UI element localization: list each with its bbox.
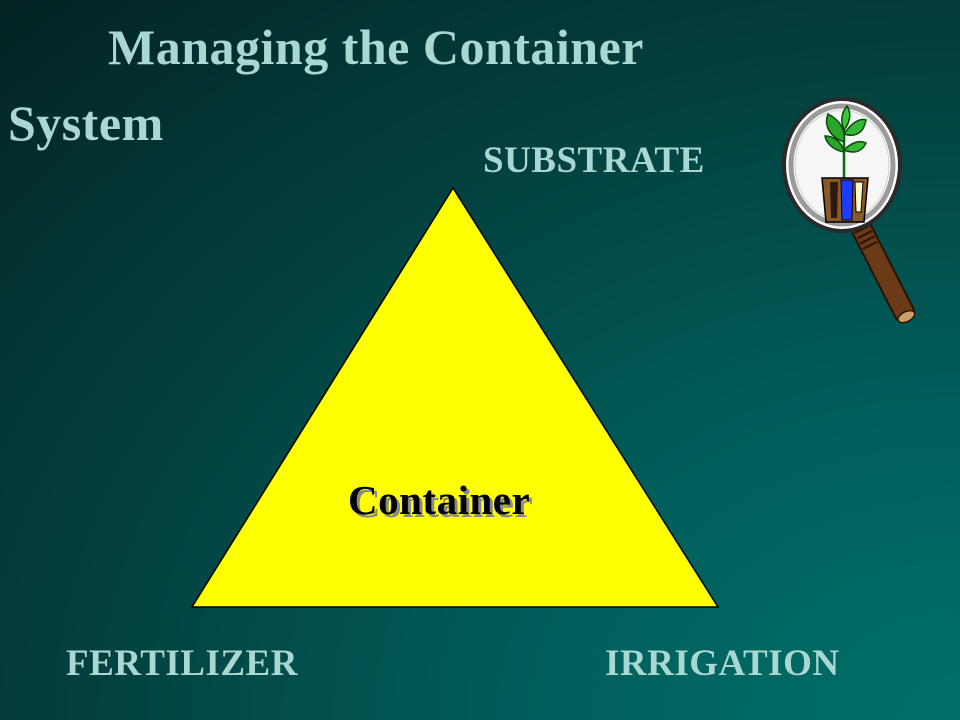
- potted-plant-icon: [821, 104, 869, 223]
- container-label: Container: [348, 477, 531, 523]
- slide-title-line-1: Managing the Container: [108, 19, 644, 75]
- triangle-shape: [190, 186, 720, 608]
- fertilizer-label: FERTILIZER: [66, 643, 298, 684]
- slide-title-line-2: System: [8, 95, 164, 151]
- magnifier-handle: [850, 218, 916, 324]
- magnifier-icon: [782, 97, 916, 324]
- irrigation-label: IRRIGATION: [605, 643, 840, 684]
- substrate-label: SUBSTRATE: [483, 140, 705, 181]
